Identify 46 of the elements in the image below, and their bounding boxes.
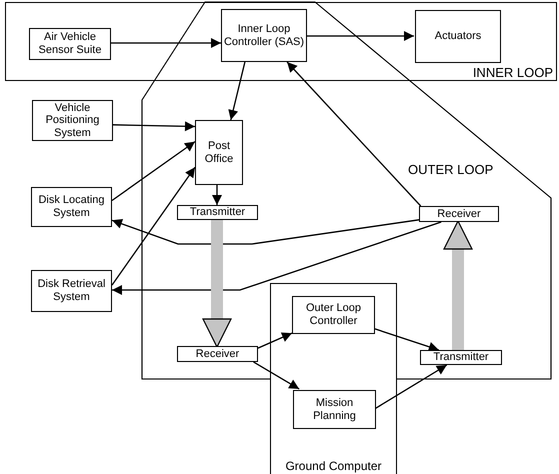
process-box: [419, 206, 499, 222]
arrow: [253, 361, 300, 390]
process-box: [195, 120, 243, 185]
box-label: Inner Loop Controller (SAS): [222, 22, 306, 48]
box-label: Receiver: [196, 348, 240, 360]
process-box: [32, 100, 113, 141]
box-label: Air Vehicle Sensor Suite: [38, 31, 102, 57]
process-box: [292, 296, 375, 334]
arrow: [374, 328, 439, 352]
box-label: Mission Planning: [312, 396, 357, 422]
region-label: Ground Computer: [284, 459, 383, 473]
box-label: Actuators: [434, 30, 482, 43]
arrow: [112, 221, 442, 295]
arrow: [112, 121, 196, 132]
process-box: [29, 28, 111, 60]
box-label: Disk Retrieval System: [36, 278, 106, 304]
process-box: [31, 187, 112, 227]
arrow: [307, 31, 414, 41]
box-label: Outer Loop Controller: [304, 302, 362, 328]
process-box: [177, 205, 258, 220]
arrow: [110, 38, 221, 48]
region-label: INNER LOOP: [472, 65, 553, 80]
region-frame: [5, 2, 557, 81]
arrow: [212, 185, 222, 205]
region-label: OUTER LOOP: [408, 162, 494, 177]
arrow: [374, 364, 448, 410]
box-label: Vehicle Positioning System: [44, 102, 100, 140]
box-label: Post Office: [204, 140, 234, 166]
arrow: [258, 332, 292, 349]
arrow: [228, 62, 246, 120]
process-box: [31, 270, 112, 312]
process-box: [177, 346, 258, 362]
arrow: [286, 62, 422, 206]
process-box: [293, 390, 376, 429]
arrow: [112, 218, 420, 245]
process-box: [420, 350, 502, 365]
process-box: [221, 9, 307, 62]
box-label: Transmitter: [190, 206, 246, 219]
box-label: Disk Locating System: [37, 194, 106, 220]
block-arrow: [443, 220, 473, 350]
box-label: Receiver: [437, 208, 481, 220]
arrow: [112, 141, 196, 202]
process-box: [415, 10, 501, 63]
block-arrow: [202, 220, 232, 348]
arrow: [111, 166, 196, 286]
box-label: Transmitter: [433, 351, 489, 364]
